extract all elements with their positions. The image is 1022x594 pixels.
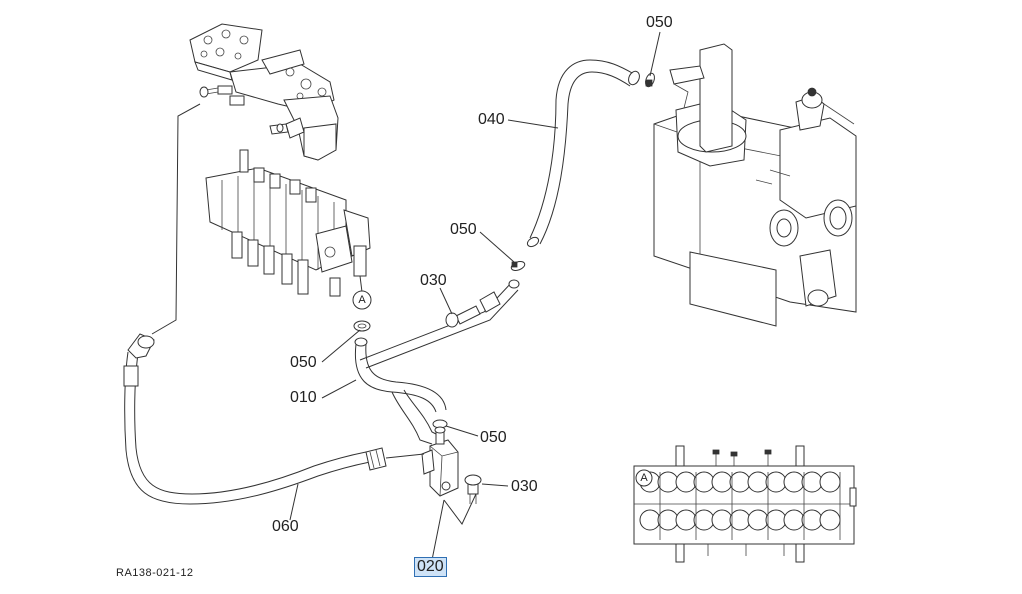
leader-030-low [481, 483, 509, 487]
leader-050-left [321, 329, 361, 363]
leader-020 [431, 493, 477, 561]
hydraulic-tank [653, 43, 857, 327]
leader-010 [321, 379, 357, 399]
callout-050-left[interactable]: 050 [290, 354, 317, 371]
leader-050-top [649, 31, 661, 77]
callout-020-selected[interactable]: 020 [414, 557, 447, 577]
callout-050-top[interactable]: 050 [646, 14, 673, 31]
inset-lower-ports [639, 509, 841, 531]
inset-upper-ports [639, 471, 841, 493]
valve-head-assembly [189, 23, 339, 161]
clamp-050-top [645, 72, 655, 88]
leader-head-to-060 [151, 103, 201, 335]
marker-a-inset: A [640, 472, 648, 484]
marker-a-valve-circle [352, 290, 372, 310]
leader-050-mid [479, 231, 515, 263]
control-valve-body [205, 149, 371, 297]
hose-010 [354, 337, 447, 445]
callout-060[interactable]: 060 [272, 518, 299, 535]
hose-040 [526, 59, 640, 248]
fitting-block-020 [421, 426, 459, 497]
clamp-050-left [353, 320, 371, 332]
leader-050-low [445, 425, 479, 437]
marker-a-valve: A [358, 294, 366, 306]
marker-a-inset-circle [635, 469, 653, 487]
callout-040[interactable]: 040 [478, 111, 505, 128]
leader-a-valve [359, 275, 363, 293]
valve-schematic-inset [633, 445, 857, 563]
leader-040 [507, 119, 559, 129]
bolt-030-top [445, 305, 481, 328]
leader-030-top [439, 287, 453, 315]
callout-050-low[interactable]: 050 [480, 429, 507, 446]
callout-030-low[interactable]: 030 [511, 478, 538, 495]
leader-060 [289, 483, 299, 521]
return-pipe [359, 279, 520, 369]
callout-050-mid[interactable]: 050 [450, 221, 477, 238]
clamp-050-mid [510, 261, 526, 271]
callout-010[interactable]: 010 [290, 389, 317, 406]
hose-060 [123, 333, 425, 505]
bolt-030-low [464, 474, 482, 504]
drawing-code: RA138-021-12 [116, 567, 194, 579]
callout-030-top[interactable]: 030 [420, 272, 447, 289]
